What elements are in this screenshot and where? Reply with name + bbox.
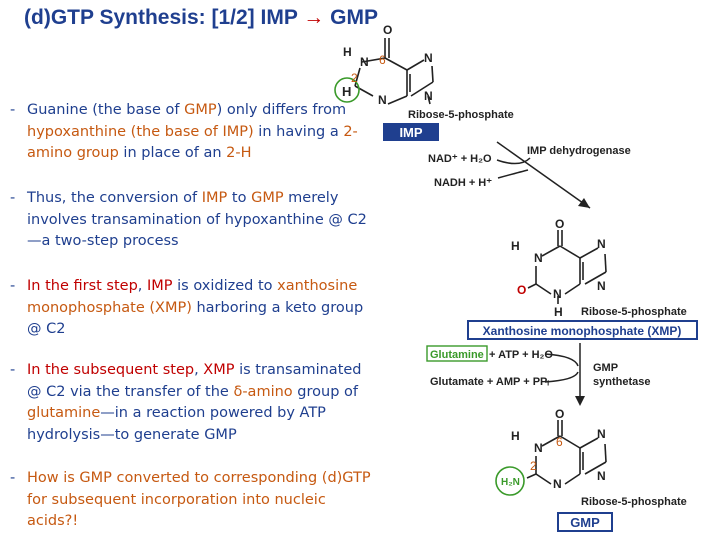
bullet-4-segment: group of xyxy=(292,383,358,400)
bullet-3-segment: In the first step xyxy=(27,278,138,294)
bullet-2: -Thus, the conversion of IMP to GMP mere… xyxy=(10,188,380,253)
imp-n9-label: N xyxy=(424,89,433,103)
bullet-3-segment: is oxidized to xyxy=(172,278,278,294)
gmp-h-label: H xyxy=(511,429,520,443)
title-prefix: (d)GTP Synthesis: [1/2] IMP xyxy=(24,6,304,29)
bullet-3-segment: , xyxy=(137,278,148,294)
bullet-1-segment: in place of an xyxy=(118,145,227,161)
bullet-3-segment: harboring a keto group @ C2 xyxy=(27,299,364,338)
step2-outputs: Glutamate + AMP + PPᵢ xyxy=(430,376,549,388)
bullet-2-segment: GMP xyxy=(251,190,284,206)
slide-title: (d)GTP Synthesis: [1/2] IMP → GMP xyxy=(24,6,378,30)
title-suffix: GMP xyxy=(324,6,378,29)
xmp-h3-label: H xyxy=(554,305,563,319)
bullet-1-segment: 2-amino group xyxy=(27,123,358,162)
imp-sugar-label: Ribose-5-phosphate xyxy=(408,109,514,121)
bullet-4-segment: XMP xyxy=(203,362,235,378)
xmp-label-box xyxy=(467,320,698,340)
gmp-c2-number: 2 xyxy=(530,459,537,473)
xmp-n1-label: N xyxy=(534,251,543,265)
step1-arrowhead-icon xyxy=(578,198,590,208)
imp-h-label: H xyxy=(343,45,352,59)
gmp-sugar-label: Ribose-5-phosphate xyxy=(581,496,687,508)
bullet-4-text: In the subsequent step, XMP is transamin… xyxy=(27,360,380,446)
bullet-2-text: Thus, the conversion of IMP to GMP merel… xyxy=(27,188,380,253)
step1-cofactor-in: NAD⁺ + H₂O xyxy=(428,153,492,165)
xmp-n7-label: N xyxy=(597,237,606,251)
glutamine-highlight-box xyxy=(426,345,488,362)
h2-highlight-circle xyxy=(334,77,360,103)
imp-c2-number: 2 xyxy=(351,71,358,85)
xmp-n3-label: N xyxy=(553,287,562,301)
bullet-4-segment: glutamine xyxy=(27,405,101,421)
xmp-o-top-label: O xyxy=(555,217,564,231)
xmp-h-label: H xyxy=(511,239,520,253)
gmp-nh2-label: H₂N xyxy=(501,477,520,488)
bullet-1-segment: Guanine (the base of xyxy=(27,102,185,118)
gmp-n1-label: N xyxy=(534,441,543,455)
gmp-structure xyxy=(526,420,607,485)
gmp-n3-label: N xyxy=(553,477,562,491)
gmp-o-label: O xyxy=(555,407,564,421)
bullet-2-segment: to xyxy=(227,190,252,206)
bullet-1-segment: 2-H xyxy=(226,145,252,161)
bullet-4-segment: δ-amino xyxy=(233,383,293,400)
step2-enzyme-line2: synthetase xyxy=(593,376,650,388)
gmp-c6-number: 6 xyxy=(556,435,563,449)
bullet-1-segment: ) only differs from xyxy=(216,102,347,118)
bullet-5-segment: How is GMP converted to corresponding (d… xyxy=(27,470,371,529)
bullet-5: -How is GMP converted to corresponding (… xyxy=(10,468,380,533)
xmp-o2-label: O xyxy=(517,283,526,297)
bullet-1-segment: hypoxanthine (the base of IMP) xyxy=(27,123,254,140)
gmp-label-box xyxy=(557,512,613,532)
bullet-3-segment: IMP xyxy=(147,278,173,294)
xmp-structure xyxy=(527,230,607,304)
title-arrow-icon: → xyxy=(303,6,325,29)
imp-label-box xyxy=(383,123,439,141)
bullet-4-segment: is transaminated @ C2 via the transfer o… xyxy=(27,362,362,400)
step1-arrow xyxy=(496,141,591,209)
step2-enzyme-line1: GMP xyxy=(593,362,618,374)
imp-n3-label: N xyxy=(378,93,387,107)
bullet-2-segment: merely involves transamination of hypoxa… xyxy=(27,190,367,249)
imp-n1-label: N xyxy=(360,55,369,69)
bullet-4-segment: , xyxy=(194,362,204,378)
bullet-2-segment: IMP xyxy=(201,190,228,206)
step1-enzyme: IMP dehydrogenase xyxy=(527,145,631,157)
bullet-5-text: How is GMP converted to corresponding (d… xyxy=(27,468,380,533)
step2-arrow xyxy=(544,343,581,400)
imp-h2-label: H xyxy=(342,84,351,99)
bullet-1: -Guanine (the base of GMP) only differs … xyxy=(10,100,380,165)
bullet-1-segment: GMP xyxy=(184,102,217,118)
step2-arrowhead-icon xyxy=(575,396,585,406)
step1-cofactor-out: NADH + H⁺ xyxy=(434,177,492,189)
bullet-3-text: In the first step, IMP is oxidized to xa… xyxy=(27,276,380,341)
bullet-4-segment: In the subsequent step xyxy=(27,362,195,378)
xmp-n9-label: N xyxy=(597,279,606,293)
step2-inputs: + ATP + H₂O xyxy=(489,349,553,361)
gmp-n7-label: N xyxy=(597,427,606,441)
nh2-highlight-circle xyxy=(495,466,525,496)
bullet-4-segment: —in a reaction powered by ATP hydrolysis… xyxy=(27,405,326,443)
imp-label: IMP xyxy=(399,125,422,140)
imp-o-label: O xyxy=(383,23,392,37)
xmp-label: Xanthosine monophosphate (XMP) xyxy=(483,324,682,338)
gmp-n9-label: N xyxy=(597,469,606,483)
bullet-4: -In the subsequent step, XMP is transami… xyxy=(10,360,380,446)
bullet-2-segment: Thus, the conversion of xyxy=(27,190,202,206)
gmp-label: GMP xyxy=(570,515,600,530)
step2-glutamine: Glutamine xyxy=(430,349,484,361)
xmp-sugar-label: Ribose-5-phosphate xyxy=(581,306,687,318)
imp-c6-number: 6 xyxy=(379,53,386,67)
imp-structure xyxy=(354,38,434,105)
imp-n7-label: N xyxy=(424,51,433,65)
bullet-1-text: Guanine (the base of GMP) only differs f… xyxy=(27,100,380,165)
bullet-3-segment: xanthosine monophosphate (XMP) xyxy=(27,278,358,316)
bullet-1-segment: in having a xyxy=(253,123,344,140)
bullet-3: -In the first step, IMP is oxidized to x… xyxy=(10,276,380,341)
